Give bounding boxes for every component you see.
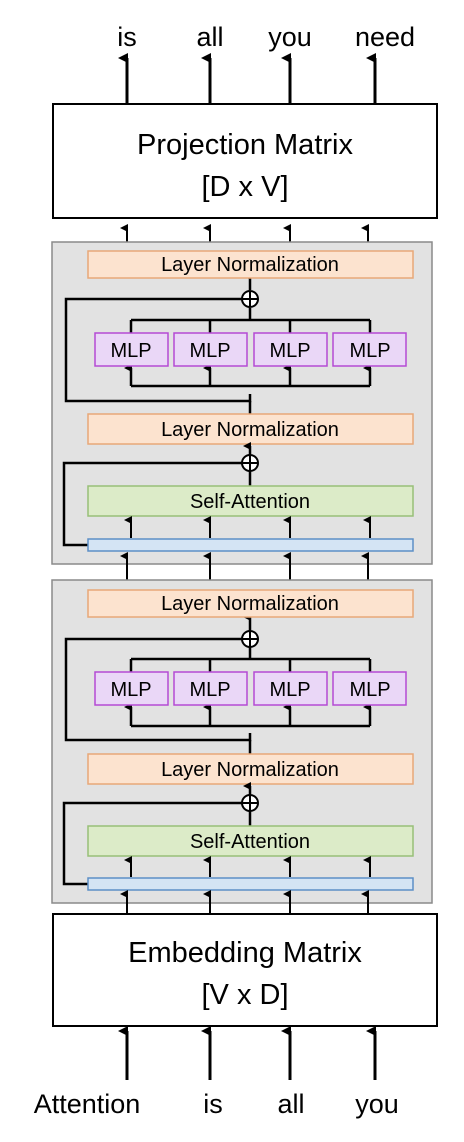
- layer-norm-box: [87, 413, 414, 445]
- mlp-label: MLP: [269, 340, 310, 362]
- embedding-matrix: Embedding Matrix [V x D]: [52, 913, 438, 1027]
- output-arrows: [118, 53, 377, 104]
- attention-input-arrows: [124, 856, 371, 877]
- mlp-label: MLP: [349, 340, 390, 362]
- mlp-label: MLP: [189, 340, 230, 362]
- mlp-merge-lines: [129, 613, 372, 672]
- self-attention-box: [87, 485, 414, 517]
- mlp-merge-lines: [129, 272, 372, 333]
- mlp-label: MLP: [110, 340, 151, 362]
- projection-shape: [D x V]: [201, 171, 288, 203]
- layer-norm-box: [87, 589, 414, 618]
- mlp-box: [94, 671, 169, 706]
- output-token: need: [355, 22, 415, 52]
- input-arrows: [118, 1026, 377, 1080]
- mlp-box: [253, 671, 328, 706]
- embedding-output-arrows: [120, 890, 369, 914]
- layer-norm-box: [87, 753, 414, 785]
- add-icon: [241, 630, 259, 648]
- input-token: is: [203, 1089, 223, 1119]
- projection-title: Projection Matrix: [137, 129, 353, 161]
- output-token: is: [117, 22, 137, 52]
- transformer-block-2: Layer Normalization MLP MLP MLP MLP Laye…: [51, 579, 433, 904]
- mlp-box: [332, 332, 407, 367]
- layer-norm-label: Layer Normalization: [161, 254, 339, 276]
- output-token: you: [268, 22, 312, 52]
- mlp-box: [94, 332, 169, 367]
- transformer-block-1: Layer Normalization MLP MLP MLP MLP Laye…: [51, 241, 433, 565]
- input-token: Attention: [34, 1089, 141, 1119]
- residual-path: [64, 297, 252, 414]
- mlp-input-branch: [124, 703, 372, 728]
- input-token: all: [277, 1089, 304, 1119]
- add-icon: [241, 454, 259, 472]
- mlp-box: [173, 332, 248, 367]
- projection-matrix: Projection Matrix [D x V]: [52, 103, 438, 219]
- mlp-label: MLP: [349, 679, 390, 701]
- layer-norm-label: Layer Normalization: [161, 759, 339, 781]
- layer-norm-box: [87, 250, 414, 279]
- mlp-box: [332, 671, 407, 706]
- residual-path: [62, 442, 252, 547]
- add-icon: [241, 290, 259, 308]
- layer-norm-label: Layer Normalization: [161, 593, 339, 615]
- residual-stream-bar: [87, 877, 414, 891]
- mlp-input-branch: [124, 364, 372, 388]
- residual-stream-bar: [87, 538, 414, 552]
- input-token: you: [355, 1089, 399, 1119]
- output-token: all: [196, 22, 223, 52]
- add-icon: [241, 794, 259, 812]
- mlp-box: [253, 332, 328, 367]
- residual-path: [62, 782, 252, 886]
- embedding-title: Embedding Matrix: [128, 937, 362, 969]
- layer-norm-label: Layer Normalization: [161, 419, 339, 441]
- mlp-label: MLP: [269, 679, 310, 701]
- self-attention-label: Self-Attention: [190, 831, 310, 853]
- embedding-shape: [V x D]: [201, 979, 288, 1011]
- mlp-label: MLP: [110, 679, 151, 701]
- mlp-box: [173, 671, 248, 706]
- self-attention-label: Self-Attention: [190, 491, 310, 513]
- mlp-label: MLP: [189, 679, 230, 701]
- projection-input-arrows: [120, 224, 369, 242]
- attention-input-arrows: [124, 516, 371, 538]
- residual-path: [64, 637, 252, 754]
- self-attention-box: [87, 825, 414, 857]
